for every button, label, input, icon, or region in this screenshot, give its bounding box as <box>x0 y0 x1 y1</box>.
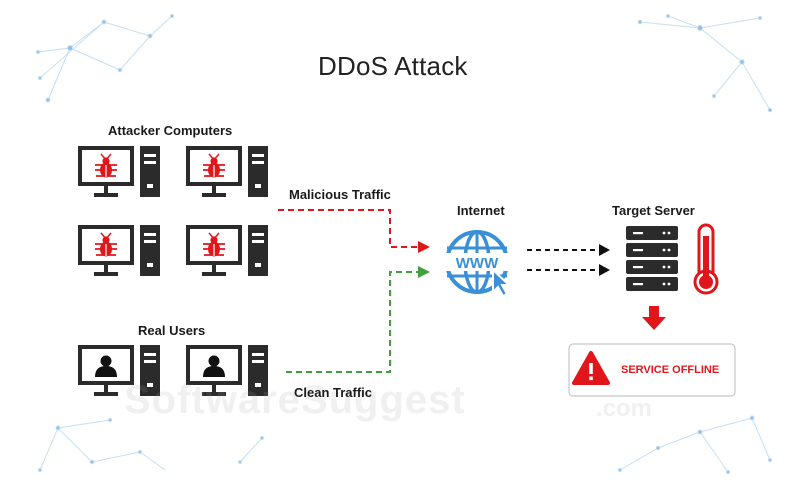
service-offline-box <box>568 343 736 397</box>
server-icon <box>626 226 678 291</box>
internet-label: Internet <box>457 203 505 218</box>
attacker-computer <box>78 225 160 276</box>
real-users-label: Real Users <box>138 323 206 338</box>
network-decoration <box>35 13 773 475</box>
globe-icon: WWW <box>443 230 511 294</box>
attacker-computer <box>186 146 268 197</box>
attacker-computer <box>186 225 268 276</box>
malicious-traffic-path <box>278 209 430 253</box>
clean-traffic-label: Clean Traffic <box>294 385 373 400</box>
watermark-brand: SoftwareSuggest <box>124 378 466 422</box>
thermometer-icon <box>693 223 719 295</box>
attackers-label: Attacker Computers <box>108 123 233 138</box>
www-label: WWW <box>456 255 499 272</box>
page-title: DDoS Attack <box>318 51 468 81</box>
target-server-label: Target Server <box>612 203 695 218</box>
warning-icon <box>572 351 610 385</box>
attack-flow-arrows <box>527 244 610 276</box>
down-arrow-icon <box>642 306 666 330</box>
attacker-computer <box>78 146 160 197</box>
service-offline-label: SERVICE OFFLINE <box>621 364 720 376</box>
malicious-traffic-label: Malicious Traffic <box>289 187 391 202</box>
cursor-icon <box>492 267 512 298</box>
watermark-suffix: .com <box>596 395 653 422</box>
clean-traffic-path <box>286 266 430 373</box>
